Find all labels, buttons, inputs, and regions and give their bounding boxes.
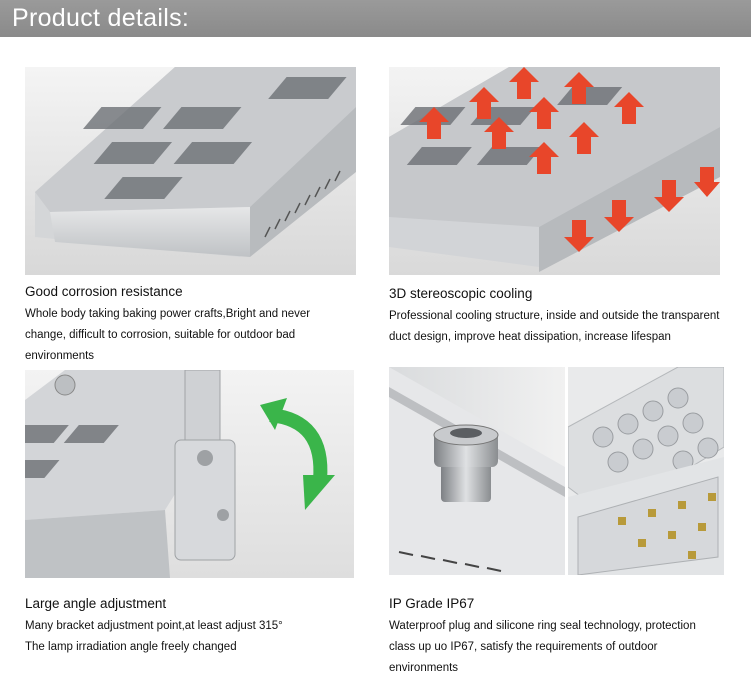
- corrosion-resistance-photo: [25, 67, 356, 275]
- stereoscopic-cooling-photo: [389, 67, 720, 275]
- feature-title-angle: Large angle adjustment: [25, 596, 167, 611]
- page-title: Product details:: [12, 4, 190, 32]
- feature-title-cooling: 3D stereoscopic cooling: [389, 286, 533, 301]
- lens-module-photo: [568, 367, 724, 575]
- waterproof-plug-photo: [389, 367, 565, 575]
- angle-adjustment-photo: [25, 370, 354, 578]
- section-header: Product details:: [0, 0, 751, 37]
- feature-description-corrosion: Whole body taking baking power crafts,Br…: [25, 308, 311, 362]
- feature-title-ip67: IP Grade IP67: [389, 596, 475, 611]
- feature-description-cooling: Professional cooling structure, inside a…: [389, 310, 720, 343]
- feature-description-angle: Many bracket adjustment point,at least a…: [25, 620, 283, 653]
- feature-description-ip67: Waterproof plug and silicone ring seal t…: [389, 620, 696, 674]
- feature-title-corrosion: Good corrosion resistance: [25, 284, 183, 299]
